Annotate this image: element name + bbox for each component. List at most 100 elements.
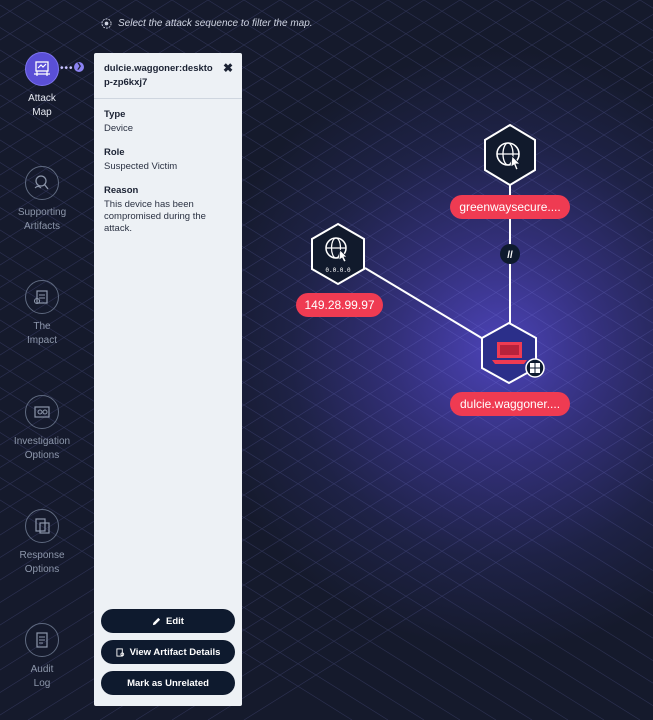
grid-line [135,0,653,324]
reason-value: This device has been compromised during … [104,199,206,234]
node-ip-hexagon [311,222,365,286]
web-domain-icon [496,142,521,171]
edit-button[interactable]: Edit [101,609,235,633]
sidebar-item-label: Audit Log [30,664,54,689]
grid-line [351,0,653,189]
fingerprint-search-icon [25,166,59,200]
panel-title: dulcie.waggoner:desktop-zp6kxj7 [104,63,213,88]
reason-label: Reason [104,185,139,196]
type-value: Device [104,123,134,134]
active-connector-dots: ••• [60,63,74,74]
role-label: Role [104,147,125,158]
link-badge-glyph: // [507,250,513,261]
grid-line [0,432,461,720]
chevron-right-icon: ❯ [74,62,84,72]
audit-log-icon [25,623,59,657]
view-artifact-details-button[interactable]: View Artifact Details [101,640,235,664]
sidebar-item-label: The Impact [26,321,57,346]
sidebar-item-supporting-artifacts[interactable]: Supporting Artifacts [0,166,84,234]
grid-line [63,351,653,720]
sidebar-item-response-options[interactable]: Response Options [0,509,84,577]
grid-line [0,0,281,176]
close-icon[interactable]: ✖ [222,61,233,75]
response-icon [25,509,59,543]
target-icon [101,18,112,29]
grid-line [0,342,605,720]
pencil-icon [152,617,161,625]
grid-line [207,441,653,720]
grid-line [135,396,653,720]
grid-line [423,0,653,144]
grid-line [459,0,653,121]
node-domain-hexagon [484,123,536,187]
grid-line [0,0,245,153]
mark-as-unrelated-label: Mark as Unrelated [127,677,209,689]
sidebar-item-label: Supporting Artifacts [17,207,67,232]
role-value: Suspected Victim [104,161,178,172]
sidebar-item-label: Attack Map [28,93,56,118]
node-device-label[interactable]: dulcie.waggoner.... [450,392,570,416]
grid-line [243,464,653,720]
panel-body: Type Device Role Suspected Victim Reason… [94,99,242,235]
sidebar: Attack Map ••• ❯ Supporting Artifacts Th… [0,0,84,720]
node-ip[interactable]: 0.0.0.0 [311,222,365,286]
sidebar-item-audit-log[interactable]: Audit Log [0,623,84,691]
grid-line [0,0,605,378]
document-search-icon [116,647,124,657]
investigation-icon [25,395,59,429]
grid-line [387,0,653,166]
grid-line [0,0,497,311]
node-domain-label[interactable]: greenwaysecure.... [450,195,570,219]
view-artifact-details-label: View Artifact Details [129,646,221,658]
grid-line [99,0,653,346]
grid-line [243,0,653,256]
grid-line [315,0,653,211]
ip-glyph: 0.0.0.0 [325,267,351,274]
mark-as-unrelated-button[interactable]: Mark as Unrelated [101,671,235,695]
grid-line [99,374,653,720]
sidebar-item-label: Response Options [19,550,65,575]
grid-line [0,0,461,288]
hint-text: Select the attack sequence to filter the… [118,18,313,29]
edge-ip-to-device [364,267,486,341]
sidebar-item-investigation-options[interactable]: Investigation Options [0,395,84,463]
grid-line [171,0,653,301]
node-device[interactable] [481,321,545,385]
sidebar-item-attack-map[interactable]: Attack Map [0,52,84,120]
attack-map-icon [25,52,59,86]
grid-line [63,0,653,369]
laptop-icon [492,342,527,364]
node-domain[interactable] [484,123,536,187]
grid-line [207,0,653,279]
sidebar-item-the-impact[interactable]: The Impact [0,280,84,348]
link-badge-background [500,244,520,264]
grid-line [279,0,653,234]
windows-icon [525,358,545,378]
grid-line [171,419,653,720]
type-label: Type [104,109,126,120]
sidebar-item-label: Investigation Options [13,436,71,461]
ip-address-icon: 0.0.0.0 [325,237,351,274]
filter-hint: Select the attack sequence to filter the… [101,18,313,29]
link-badge[interactable]: // [500,244,520,264]
node-ip-label[interactable]: 149.28.99.97 [296,293,383,317]
grid-line [0,0,569,356]
panel-header: dulcie.waggoner:desktop-zp6kxj7 ✖ [94,53,242,99]
grid-line [0,0,209,131]
